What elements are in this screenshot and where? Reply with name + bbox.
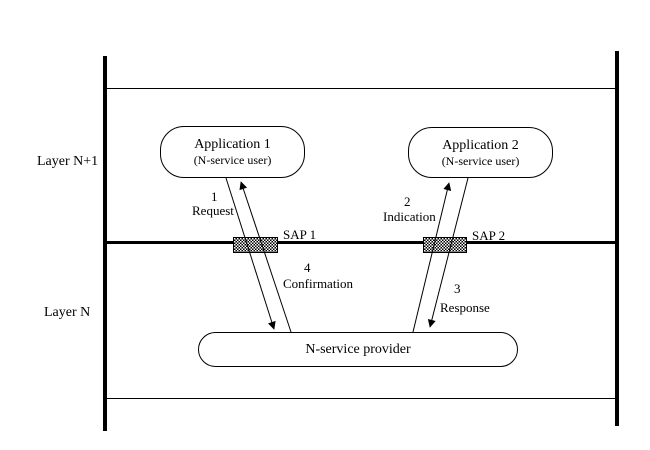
top-layer-line [105, 88, 617, 89]
sap1-label: SAP 1 [283, 227, 317, 242]
application1-title: Application 1 [194, 137, 271, 152]
request-label: Request [192, 203, 234, 218]
layer-n-label: Layer N [44, 305, 91, 320]
application2-box: Application 2 (N-service user) [408, 127, 553, 178]
confirmation-label: Confirmation [283, 276, 354, 291]
service-provider-box: N-service provider [198, 332, 518, 367]
confirmation-arrow [239, 181, 292, 333]
application2-title: Application 2 [442, 137, 519, 153]
request-number: 1 [211, 189, 218, 204]
response-arrow [427, 177, 469, 328]
sap2-label: SAP 2 [472, 228, 506, 243]
service-provider-title: N-service provider [305, 342, 411, 357]
application2-subtitle: (N-service user) [441, 153, 520, 168]
sap1-box [233, 237, 278, 253]
indication-number: 2 [404, 194, 411, 209]
right-boundary-line [615, 51, 619, 426]
layer-boundary-line [105, 241, 617, 244]
application1-box: Application 1 (N-service user) [160, 126, 305, 178]
indication-arrow [412, 182, 452, 333]
response-number: 3 [454, 281, 461, 296]
sap2-box [423, 237, 467, 253]
application1-subtitle: (N-service user) [193, 153, 272, 167]
confirmation-number: 4 [304, 260, 311, 275]
layer-n1-label: Layer N+1 [37, 154, 99, 169]
indication-label: Indication [383, 209, 436, 224]
bottom-layer-line [105, 398, 617, 399]
response-label: Response [440, 300, 490, 315]
request-arrow [225, 177, 276, 330]
